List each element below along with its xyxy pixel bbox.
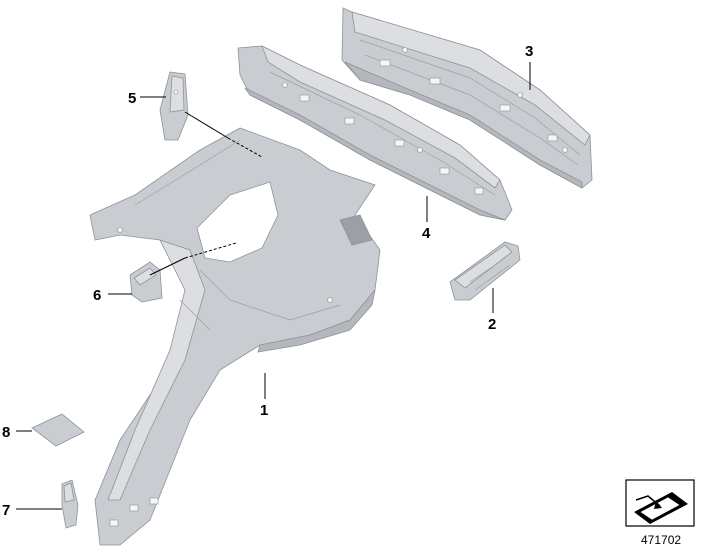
part-6-bracket xyxy=(129,261,163,303)
part-1-side-panel xyxy=(89,127,381,546)
callout-3: 3 xyxy=(525,43,533,60)
callout-1: 1 xyxy=(260,402,268,419)
callout-5: 5 xyxy=(128,90,136,107)
callout-6: 6 xyxy=(93,287,101,304)
callout-8: 8 xyxy=(2,424,10,441)
leader-lines xyxy=(16,62,531,510)
part-7-bracket xyxy=(61,479,79,529)
parts-symbol: 471702 xyxy=(625,479,695,547)
callout-4: 4 xyxy=(422,225,431,242)
reference-number: 471702 xyxy=(641,533,681,547)
callouts: 5 6 1 4 2 3 8 7 xyxy=(2,43,533,519)
part-3-rear-panel xyxy=(341,7,593,189)
parts-symbol-icon xyxy=(634,492,688,524)
part-2-bracket xyxy=(449,241,521,301)
callout-7: 7 xyxy=(2,502,10,519)
part-4-rear-crossmember xyxy=(237,45,513,221)
part-8-plate xyxy=(31,413,85,447)
part-5-pillar-bracket xyxy=(159,71,189,141)
callout-2: 2 xyxy=(488,316,496,333)
